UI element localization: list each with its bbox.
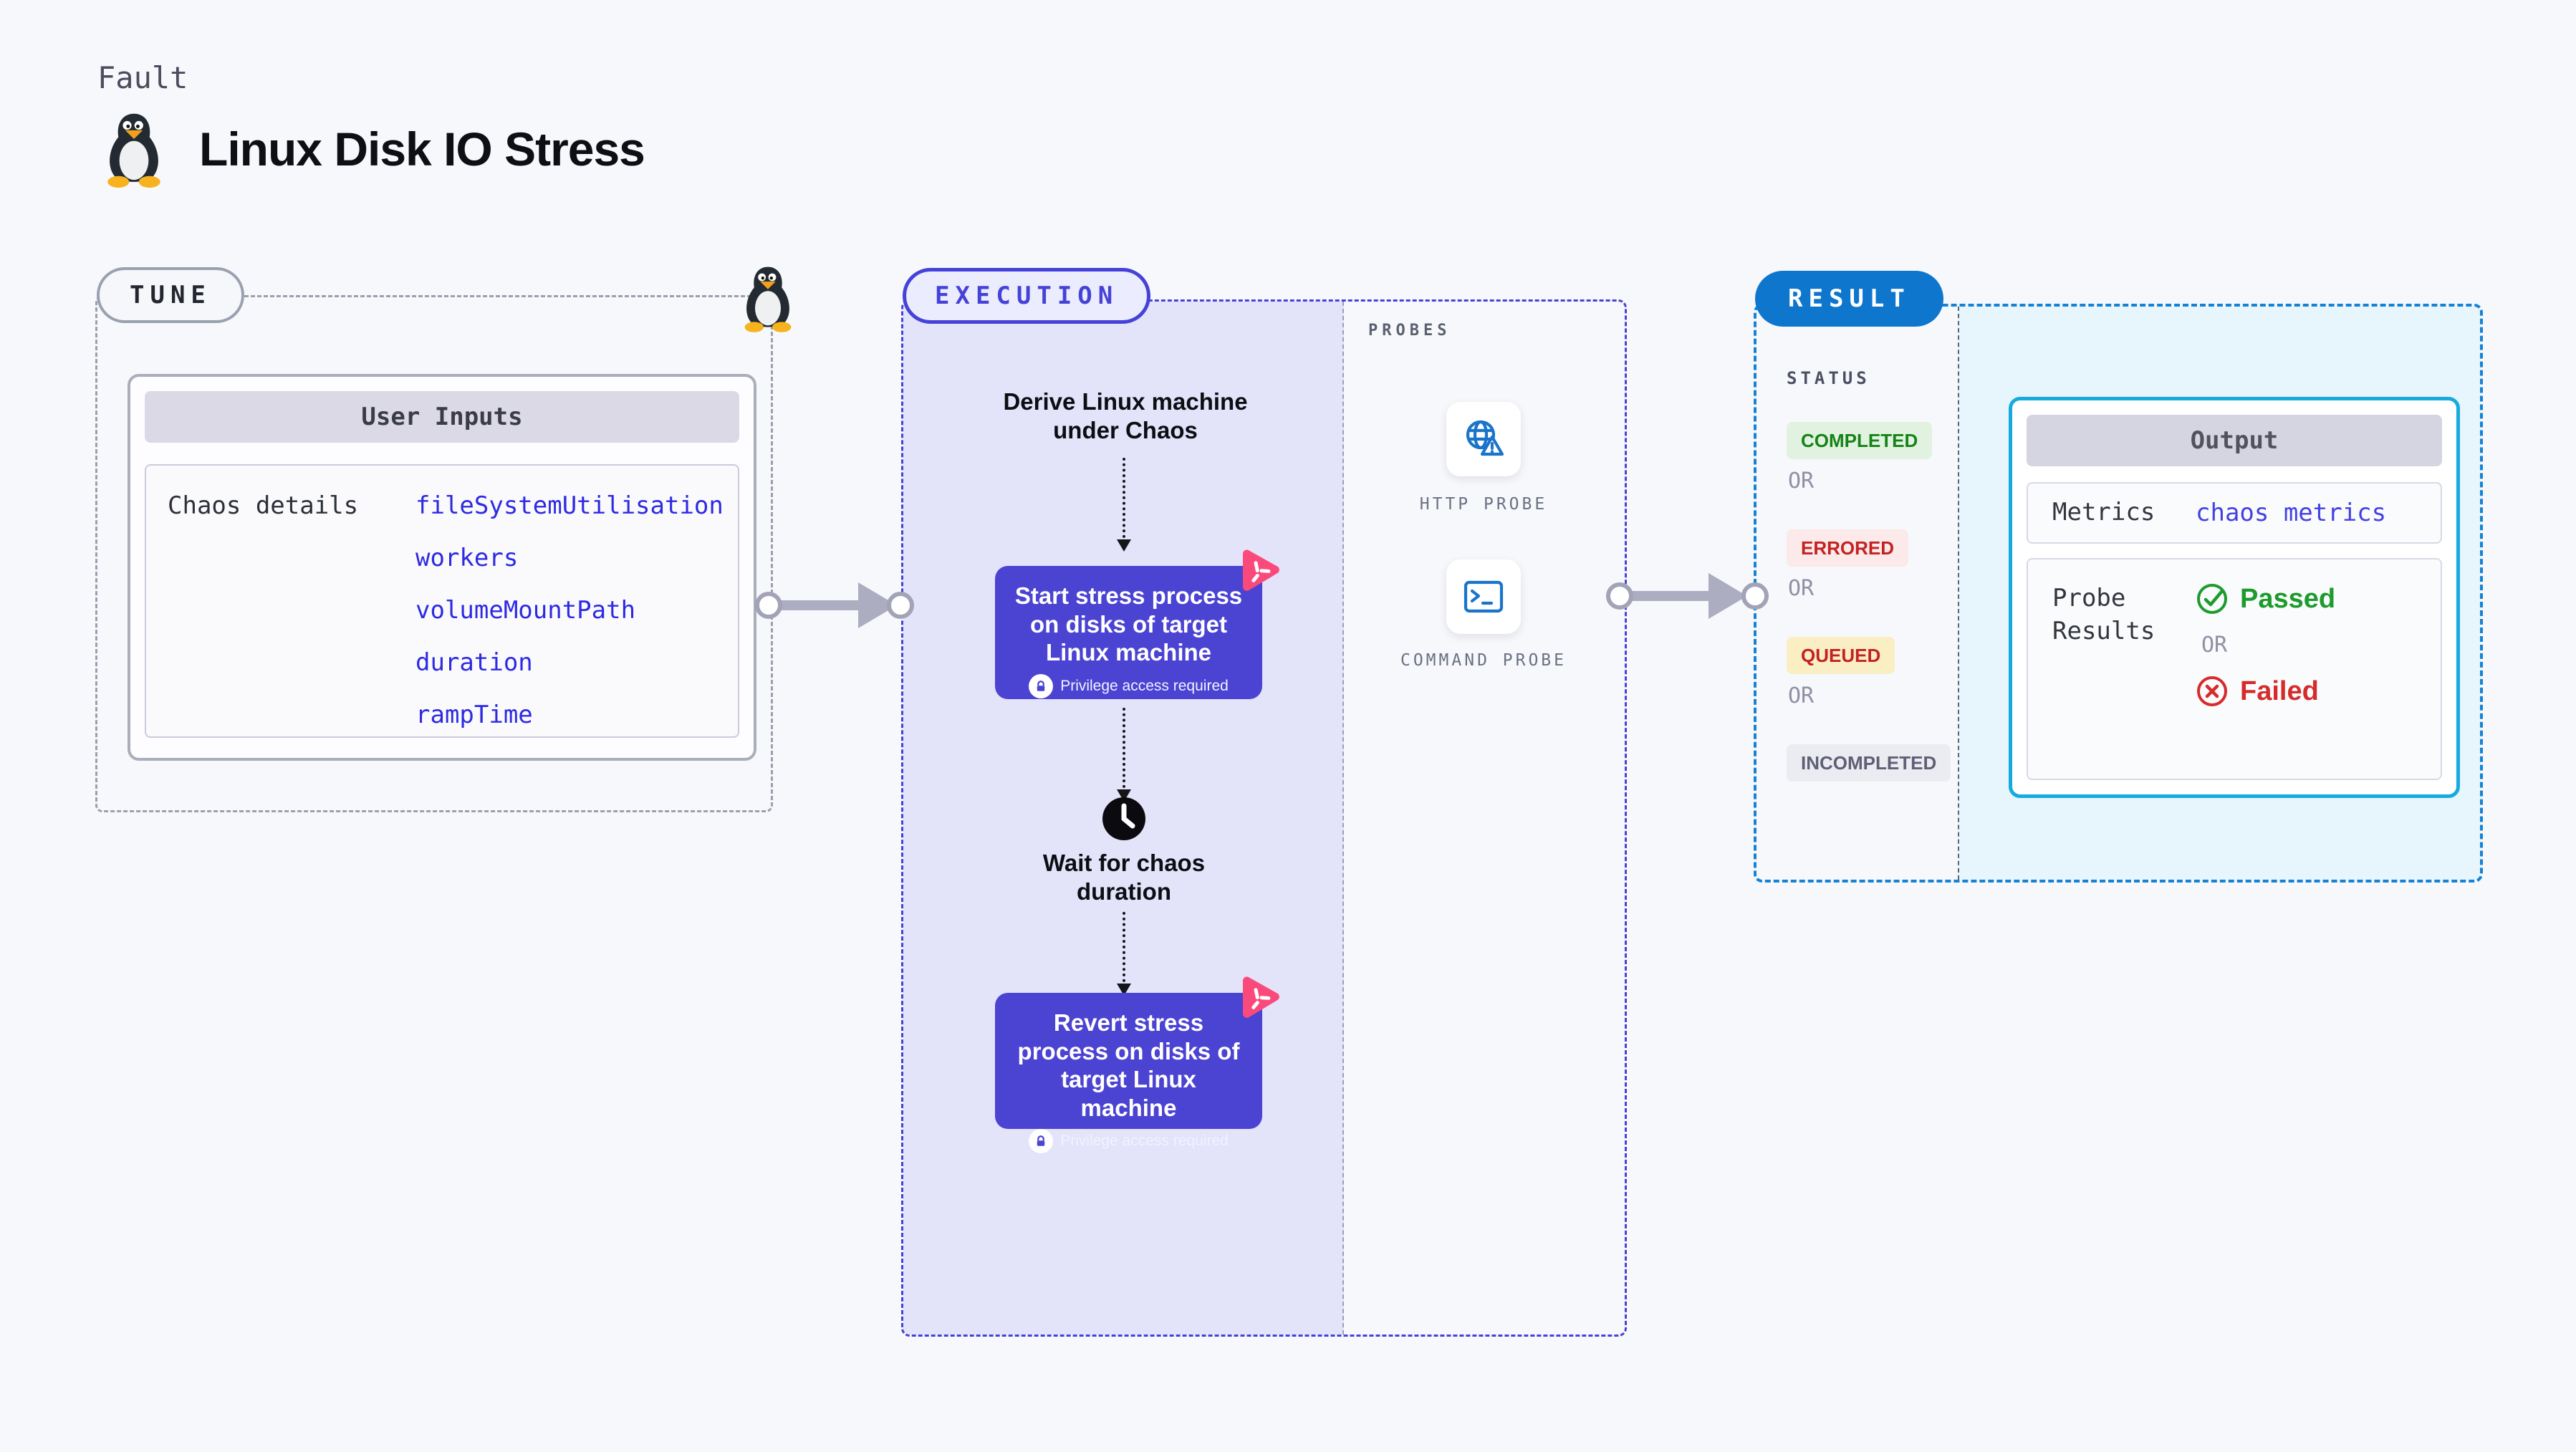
or-separator: OR (1788, 468, 1815, 494)
chaos-fault-icon (1242, 549, 1279, 591)
tune-section-box (95, 295, 773, 812)
user-inputs-card: User Inputs Chaos details fileSystemUtil… (128, 374, 756, 761)
start-stress-step-box: Start stress process on disks of target … (995, 566, 1262, 699)
chaos-details-label: Chaos details (168, 491, 359, 520)
probes-region: PROBES HTTP PROBE (1342, 302, 1625, 1335)
probe-outcomes: Passed OR Failed (2196, 582, 2335, 779)
value-filesystem-utilisation: fileSystemUtilisation (415, 491, 724, 520)
passed-label: Passed (2240, 583, 2336, 614)
connector-dot-result-in (1741, 582, 1769, 610)
user-inputs-header: User Inputs (145, 391, 739, 443)
terminal-icon (1464, 580, 1504, 613)
tux-penguin-icon-small (744, 266, 792, 332)
status-badge-errored: ERRORED (1787, 529, 1909, 567)
probe-results-label: Probe Results (2052, 584, 2156, 645)
connector-dot-tune-out (755, 592, 782, 619)
probe-results-row: Probe Results Passed OR (2027, 558, 2442, 780)
page-title: Linux Disk IO Stress (199, 122, 645, 176)
lock-icon (1029, 673, 1054, 698)
output-card-header: Output (2027, 415, 2442, 466)
execution-section-box: Derive Linux machine under Chaos Start s… (901, 299, 1627, 1337)
output-card: Output Metrics chaos metrics Probe Resul… (2009, 397, 2460, 798)
chaos-fault-icon (1242, 976, 1279, 1018)
flow-arrow-line (1123, 912, 1125, 982)
result-section-label: RESULT (1755, 271, 1943, 327)
status-badge-completed: COMPLETED (1787, 422, 1933, 459)
or-separator: OR (1788, 683, 1815, 708)
metrics-label: Metrics (2052, 498, 2156, 527)
command-probe-tile (1446, 559, 1521, 634)
start-stress-step-text: Start stress process on disks of target … (1014, 582, 1243, 666)
lock-icon (1029, 1129, 1054, 1154)
value-duration: duration (415, 648, 533, 677)
connector-dot-execution-in (887, 592, 914, 619)
result-section-box: STATUS COMPLETED OR ERRORED OR QUEUED OR… (1754, 304, 2483, 883)
wait-step-text: Wait for chaos duration (1042, 850, 1206, 905)
command-probe-label: COMMAND PROBE (1400, 651, 1567, 670)
revert-stress-step-box: Revert stress process on disks of target… (995, 993, 1262, 1154)
clock-icon (1102, 797, 1145, 840)
arrow-execution-to-result (1620, 591, 1708, 601)
flow-arrow-line (1123, 708, 1125, 788)
fault-kind-label: Fault (97, 60, 188, 95)
value-ramp-time: rampTime (415, 701, 533, 729)
revert-stress-step-text: Revert stress process on disks of target… (1017, 1009, 1240, 1121)
globe-alert-icon (1466, 420, 1504, 456)
x-circle-icon (2197, 676, 2227, 706)
tux-penguin-icon (107, 113, 160, 188)
execution-section-label: EXECUTION (903, 268, 1151, 324)
status-badge-incompleted: INCOMPLETED (1787, 744, 1951, 782)
tune-section-label: TUNE (97, 267, 244, 323)
status-column-label: STATUS (1787, 368, 1870, 388)
probes-section-label: PROBES (1368, 322, 1451, 340)
privilege-caption: Privilege access required (1060, 1133, 1229, 1150)
flow-arrowhead-icon (1117, 984, 1131, 996)
user-inputs-body: Chaos details fileSystemUtilisation work… (145, 464, 739, 738)
chaos-details-values: fileSystemUtilisation workers volumeMoun… (415, 491, 724, 729)
status-badge-queued: QUEUED (1787, 637, 1895, 674)
arrow-tune-to-execution (769, 600, 858, 610)
failed-outcome: Failed (2196, 675, 2335, 708)
privilege-caption: Privilege access required (1060, 677, 1229, 694)
derive-step-text: Derive Linux machine under Chaos (1003, 388, 1248, 444)
connector-dot-execution-out (1606, 582, 1633, 610)
check-circle-icon (2197, 584, 2227, 614)
or-separator: OR (1788, 576, 1815, 601)
result-divider (1958, 307, 1959, 880)
http-probe-tile (1446, 402, 1521, 476)
value-volume-mount-path: volumeMountPath (415, 596, 636, 625)
privilege-badge: Privilege access required (1011, 1129, 1246, 1154)
value-workers: workers (415, 544, 519, 572)
privilege-badge: Privilege access required (1011, 673, 1246, 698)
http-probe-label: HTTP PROBE (1419, 495, 1548, 514)
passed-outcome: Passed (2196, 582, 2335, 615)
metrics-row: Metrics chaos metrics (2027, 482, 2442, 544)
flow-arrowhead-icon (1117, 539, 1131, 552)
arrowhead-execution-to-result (1708, 573, 1747, 619)
or-separator: OR (2201, 633, 2228, 658)
flow-arrow-line (1123, 458, 1125, 538)
failed-label: Failed (2240, 675, 2319, 706)
metrics-value: chaos metrics (2196, 499, 2387, 527)
